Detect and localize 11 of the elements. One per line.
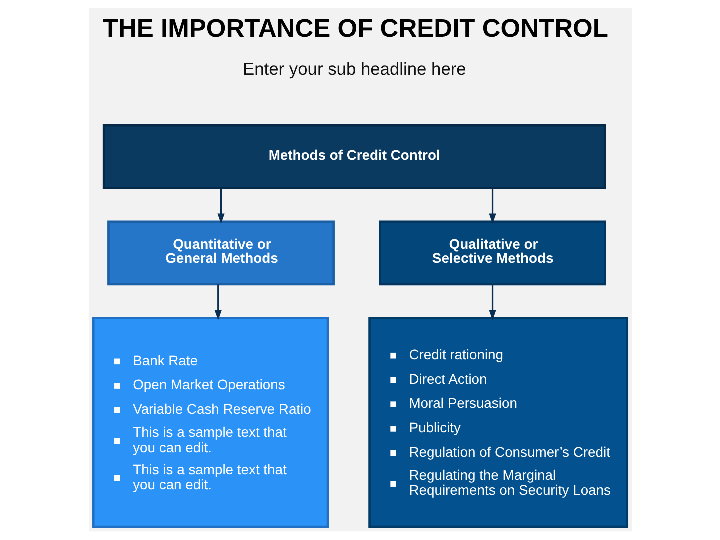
diagram-title: THE IMPORTANCE OF CREDIT CONTROL — [102, 14, 608, 43]
arrow — [488, 284, 496, 320]
label: Enter your sub headline here — [242, 59, 466, 80]
node-box: Quantitative or General Methods — [107, 220, 334, 286]
node-box: Qualitative or Selective Methods — [378, 220, 606, 286]
arrow — [217, 188, 224, 224]
arrow — [214, 284, 222, 320]
node-box: Credit rationing Direct Action Moral Persuasion Publicity Regulation of Consumer’s Credit Regulating the Marginal Requirements on Security Loans — [368, 316, 628, 528]
arrow — [488, 188, 496, 224]
node-box: Bank Rate Open Market Operations Variable Cash Reserve Ratio This is a sample text that you can edit. This is a sample text that you can edit. — [92, 316, 329, 528]
node-box: Methods of Credit Control — [102, 124, 606, 190]
